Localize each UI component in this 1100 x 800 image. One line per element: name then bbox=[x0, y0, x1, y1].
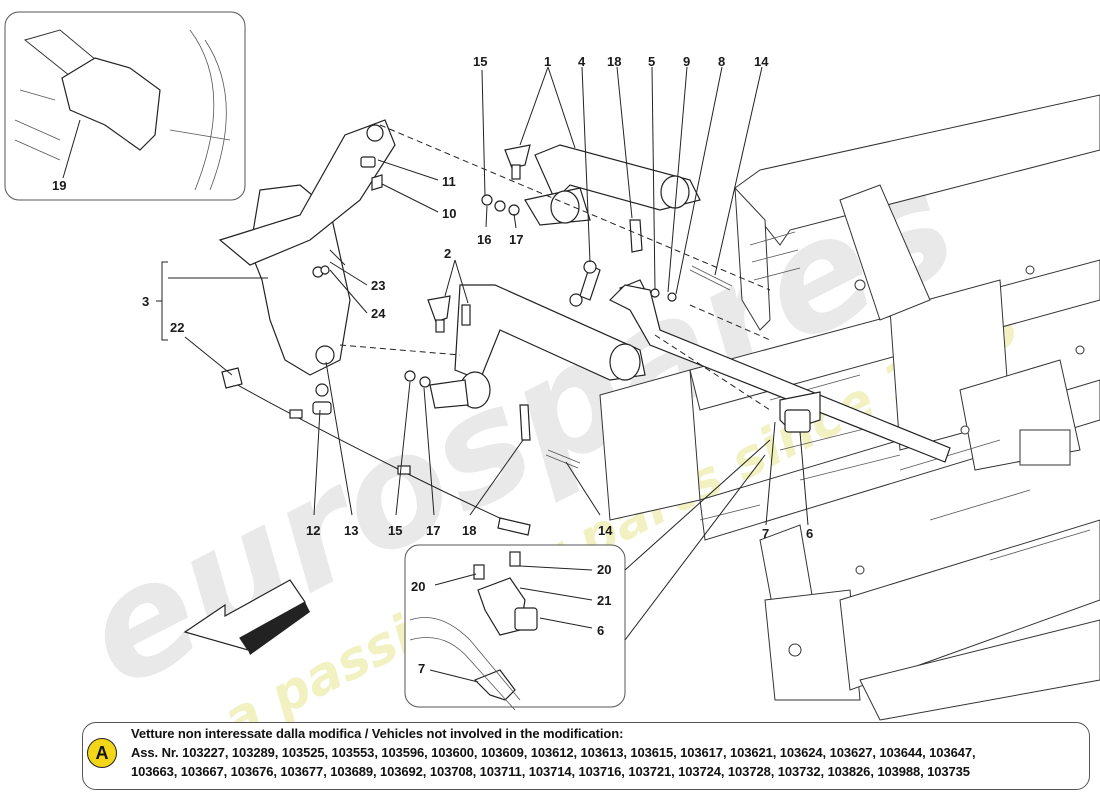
callout-2: 2 bbox=[444, 246, 451, 261]
callout-9: 9 bbox=[683, 54, 690, 69]
callout-5: 5 bbox=[648, 54, 655, 69]
callout-14-bottom: 14 bbox=[598, 523, 613, 538]
callouts: 15 1 4 18 5 9 8 14 11 10 16 17 2 23 24 3… bbox=[142, 54, 813, 676]
direction-arrow bbox=[183, 579, 310, 655]
callout-6-inset: 6 bbox=[597, 623, 604, 638]
lower-wishbone bbox=[404, 284, 646, 409]
callout-18-top: 18 bbox=[607, 54, 621, 69]
callout-11: 11 bbox=[442, 174, 456, 189]
note-title: Vetture non interessate dalla modifica /… bbox=[131, 726, 624, 741]
callout-6-right: 6 bbox=[806, 526, 813, 541]
callout-16: 16 bbox=[477, 232, 491, 247]
chassis-frame bbox=[599, 94, 1100, 721]
leader-lines bbox=[168, 66, 809, 526]
callout-24: 24 bbox=[371, 306, 386, 321]
note-assembly-numbers-1: Ass. Nr. 103227, 103289, 103525, 103553,… bbox=[131, 745, 976, 760]
callout-22: 22 bbox=[170, 320, 184, 335]
callout-17-bottom: 17 bbox=[426, 523, 440, 538]
anti-roll-bar bbox=[608, 284, 951, 463]
callout-12: 12 bbox=[306, 523, 320, 538]
callout-15-top: 15 bbox=[473, 54, 487, 69]
upper-wishbone bbox=[481, 144, 701, 226]
inset-bracket-detail bbox=[404, 439, 771, 711]
callout-20-right: 20 bbox=[597, 562, 611, 577]
note-badge: A bbox=[87, 738, 117, 768]
dashed-guides bbox=[339, 124, 771, 411]
callout-1: 1 bbox=[544, 54, 551, 69]
callout-4: 4 bbox=[578, 54, 586, 69]
callout-7-inset: 7 bbox=[418, 661, 425, 676]
callout-20-left: 20 bbox=[411, 579, 425, 594]
callout-7-right: 7 bbox=[762, 526, 769, 541]
note-assembly-numbers-2: 103663, 103667, 103676, 103677, 103689, … bbox=[131, 764, 970, 779]
callout-17-top: 17 bbox=[509, 232, 523, 247]
modification-note-box bbox=[82, 722, 1090, 790]
callout-21: 21 bbox=[597, 593, 611, 608]
callout-18-bottom: 18 bbox=[462, 523, 476, 538]
callout-3: 3 bbox=[142, 294, 149, 309]
callout-14-top: 14 bbox=[754, 54, 769, 69]
callout-10: 10 bbox=[442, 206, 456, 221]
inset-top-left: 19 bbox=[4, 11, 246, 201]
callout-19: 19 bbox=[52, 178, 66, 193]
callout-8: 8 bbox=[718, 54, 725, 69]
callout-15-bottom: 15 bbox=[388, 523, 402, 538]
callout-13: 13 bbox=[344, 523, 358, 538]
hub-carrier bbox=[218, 119, 396, 415]
bracket-3 bbox=[156, 261, 168, 341]
bolts bbox=[320, 265, 733, 469]
callout-23: 23 bbox=[371, 278, 385, 293]
